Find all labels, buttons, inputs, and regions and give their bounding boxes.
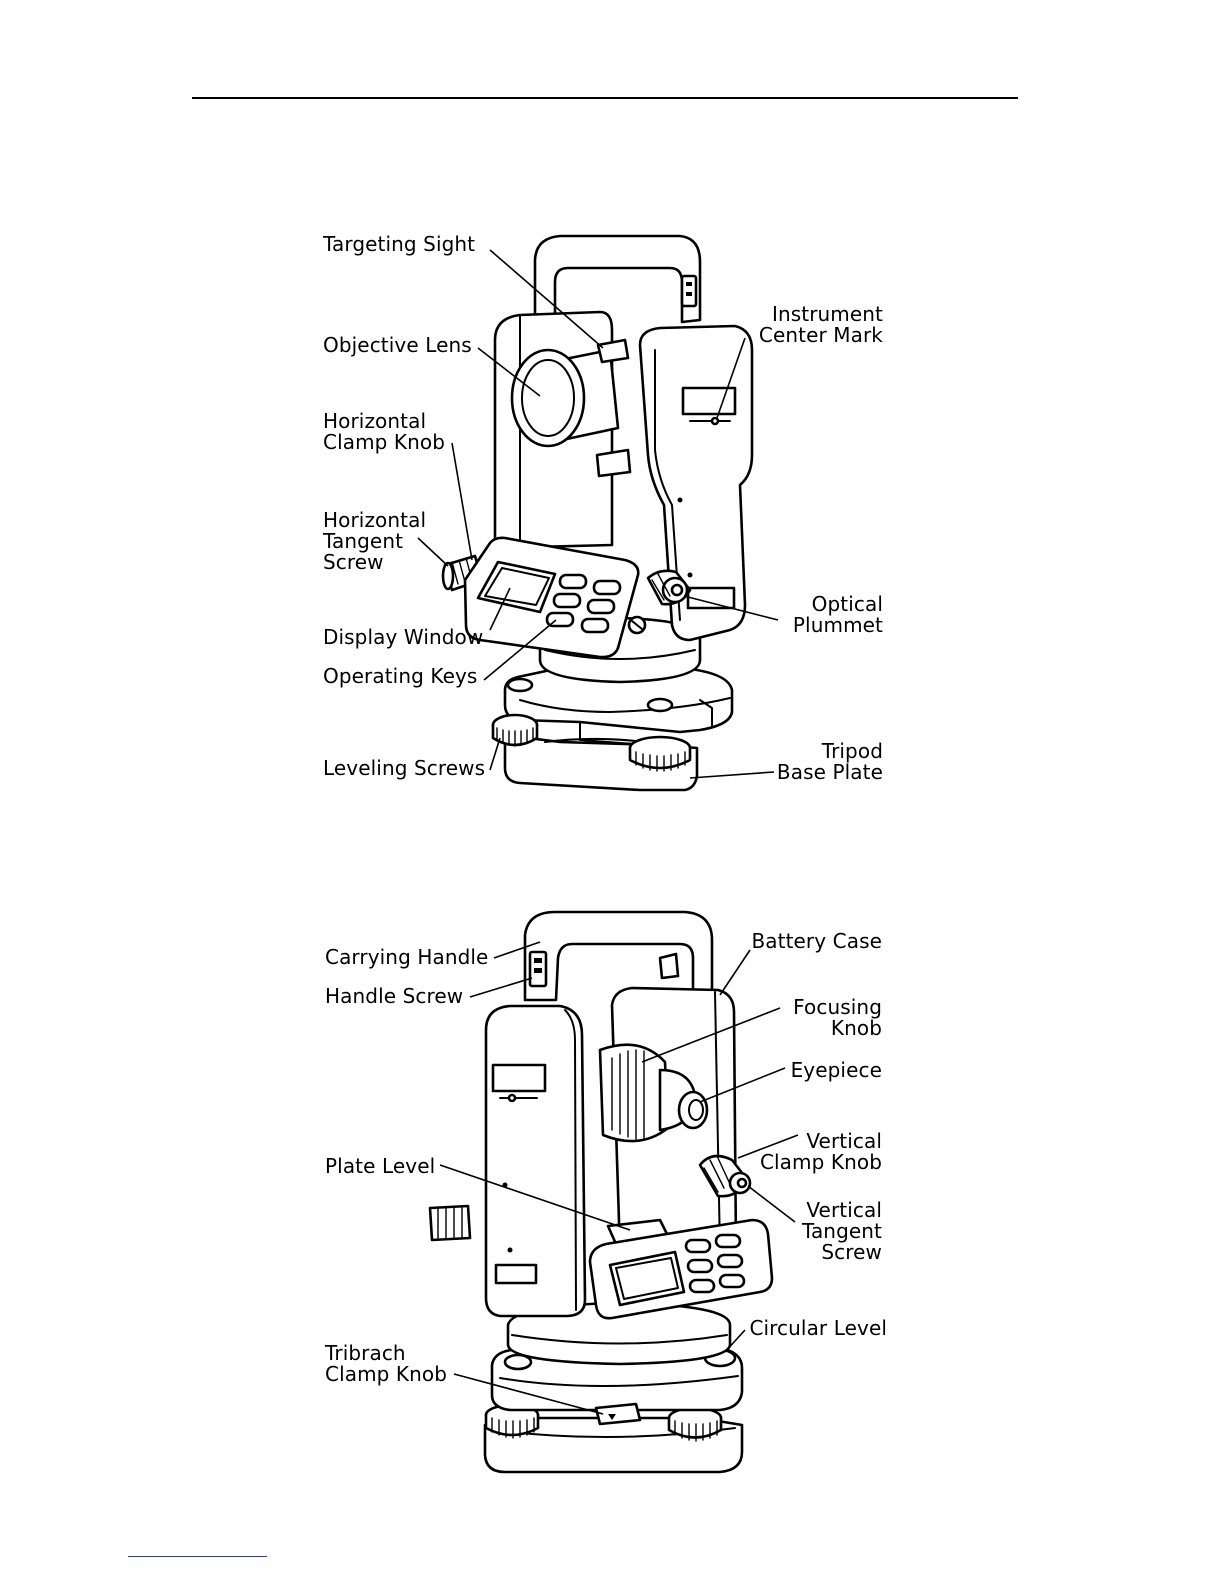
theodolite-back-drawing — [428, 910, 799, 1474]
label-horizontal-tangent-screw-2: Tangent — [323, 529, 404, 553]
label-focusing-knob-2: Knob — [830, 1016, 882, 1040]
label-focusing-knob-1: Focusing — [793, 995, 882, 1019]
footer-link-underline[interactable] — [128, 1556, 267, 1557]
label-targeting-sight: Targeting Sight — [323, 232, 476, 256]
label-battery-case: Battery Case — [751, 929, 882, 953]
operating-keys-back — [684, 1233, 746, 1294]
vertical-clamp-knob — [698, 1154, 752, 1198]
label-plate-level: Plate Level — [325, 1154, 436, 1178]
label-leveling-screws: Leveling Screws — [323, 756, 486, 780]
label-optical-plummet-1: Optical — [811, 592, 883, 616]
leveling-screw-right — [628, 735, 692, 772]
label-horizontal-clamp-knob-2: Clamp Knob — [323, 430, 446, 454]
label-carrying-handle: Carrying Handle — [325, 945, 489, 969]
targeting-sight — [596, 338, 630, 364]
label-tribrach-clamp-knob-2: Clamp Knob — [325, 1362, 448, 1386]
label-horizontal-tangent-screw-1: Horizontal — [323, 508, 427, 532]
label-objective-lens: Objective Lens — [323, 333, 472, 357]
label-vertical-tangent-screw-2: Tangent — [801, 1219, 882, 1243]
label-circular-level: Circular Level — [749, 1316, 887, 1340]
label-vertical-clamp-knob-2: Clamp Knob — [759, 1150, 882, 1174]
label-vertical-tangent-screw-3: Screw — [821, 1240, 882, 1264]
label-tripod-base-plate-2: Base Plate — [776, 760, 883, 784]
carrying-handle — [533, 234, 702, 357]
theodolite-front-drawing — [417, 234, 779, 792]
label-vertical-tangent-screw-1: Vertical — [806, 1198, 882, 1222]
leveling-screw-left — [491, 713, 539, 747]
label-tripod-base-plate-1: Tripod — [821, 739, 883, 763]
label-display-window: Display Window — [323, 625, 484, 649]
label-tribrach-clamp-knob-1: Tribrach — [325, 1341, 406, 1365]
label-optical-plummet-2: Plummet — [792, 613, 883, 637]
leader-lines-back — [439, 941, 799, 1415]
label-horizontal-clamp-knob-1: Horizontal — [323, 409, 427, 433]
horizontal-clamp-knob-back — [428, 1204, 472, 1242]
instrument-center-mark — [710, 416, 720, 426]
label-handle-screw: Handle Screw — [325, 984, 464, 1008]
label-horizontal-tangent-screw-3: Screw — [323, 550, 384, 574]
optical-plummet — [646, 569, 692, 606]
theodolite-front-figure — [417, 234, 779, 792]
objective-lens-glass — [521, 359, 575, 437]
tribrach-back — [490, 1346, 744, 1412]
label-operating-keys: Operating Keys — [323, 664, 478, 688]
focusing-knob — [611, 1049, 645, 1140]
header-rule — [192, 97, 1018, 99]
label-instrument-center-mark-1: Instrument — [771, 302, 883, 326]
leveling-screw-back — [506, 677, 674, 713]
leader-lines-front — [417, 249, 779, 779]
theodolite-back-figure — [0, 880, 1224, 1520]
label-vertical-clamp-knob-1: Vertical — [806, 1129, 882, 1153]
telescope-body — [598, 1043, 670, 1143]
tribrach-clamp-knob — [594, 1402, 642, 1426]
label-eyepiece: Eyepiece — [790, 1058, 882, 1082]
objective-lens-rim — [510, 348, 586, 448]
battery-label-window — [681, 386, 737, 416]
label-instrument-center-mark-2: Center Mark — [758, 323, 883, 347]
operating-keys — [545, 573, 622, 634]
